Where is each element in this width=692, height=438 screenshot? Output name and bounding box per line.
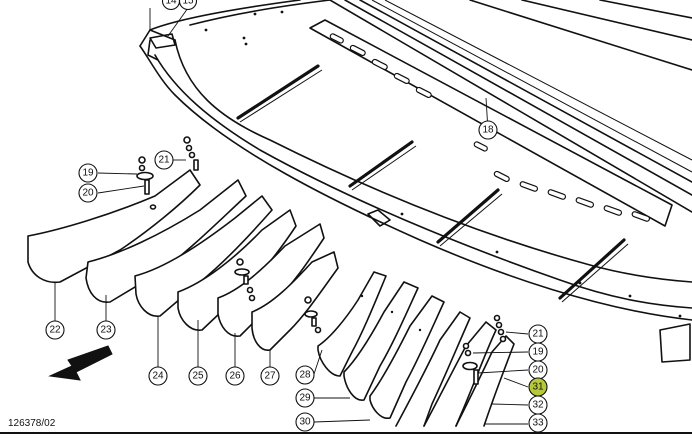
callout: 22 xyxy=(45,320,65,340)
fastener-right xyxy=(462,314,507,385)
callout: 28 xyxy=(295,365,315,385)
document-reference: 126378/02 xyxy=(8,418,56,429)
callout: 30 xyxy=(295,412,315,432)
callout-highlighted: 31 xyxy=(528,377,548,397)
fastener-upper xyxy=(183,136,199,171)
fastener-stacks xyxy=(136,136,507,385)
svg-text:25: 25 xyxy=(192,371,204,382)
svg-text:19: 19 xyxy=(532,347,544,358)
svg-text:21: 21 xyxy=(532,329,544,340)
svg-text:26: 26 xyxy=(229,371,241,382)
callout: 23 xyxy=(96,320,116,340)
callout: 33 xyxy=(528,413,548,433)
callout: 15 xyxy=(178,0,198,11)
svg-text:23: 23 xyxy=(100,325,112,336)
main-frame xyxy=(139,0,692,363)
callout: 18 xyxy=(478,120,498,140)
svg-text:31: 31 xyxy=(532,382,544,393)
callout: 21 xyxy=(528,324,548,344)
fastener-left xyxy=(136,156,157,210)
callout-labels: 14 15 18 19 20 21 22 23 24 25 26 27 28 2… xyxy=(45,0,548,433)
callout: 25 xyxy=(188,366,208,386)
svg-text:29: 29 xyxy=(299,393,311,404)
svg-text:20: 20 xyxy=(532,365,544,376)
svg-text:21: 21 xyxy=(158,155,170,166)
svg-text:33: 33 xyxy=(532,418,544,429)
svg-text:15: 15 xyxy=(182,0,194,7)
flap-plates xyxy=(27,169,339,351)
callout: 19 xyxy=(78,163,98,183)
svg-text:24: 24 xyxy=(152,371,164,382)
callout: 20 xyxy=(528,360,548,380)
leader-lines xyxy=(54,7,529,425)
svg-text:27: 27 xyxy=(264,371,276,382)
svg-text:22: 22 xyxy=(49,325,61,336)
svg-text:19: 19 xyxy=(82,168,94,179)
callout: 21 xyxy=(154,150,174,170)
callout: 14 xyxy=(161,0,181,11)
svg-text:32: 32 xyxy=(532,400,544,411)
slotted-strip xyxy=(309,19,673,227)
callout: 20 xyxy=(78,183,98,203)
svg-text:18: 18 xyxy=(482,125,494,136)
flap-plates-right xyxy=(317,271,515,427)
fastener-mid xyxy=(234,258,256,302)
callout: 27 xyxy=(260,366,280,386)
svg-text:30: 30 xyxy=(299,417,311,428)
svg-text:20: 20 xyxy=(82,188,94,199)
svg-text:28: 28 xyxy=(299,370,311,381)
bottom-border xyxy=(0,432,692,434)
svg-text:14: 14 xyxy=(165,0,177,7)
callout: 19 xyxy=(528,342,548,362)
callout: 24 xyxy=(148,366,168,386)
callout: 29 xyxy=(295,388,315,408)
callout: 26 xyxy=(225,366,245,386)
direction-arrow-icon xyxy=(48,345,113,381)
callout: 32 xyxy=(528,395,548,415)
fastener-27 xyxy=(304,296,322,334)
